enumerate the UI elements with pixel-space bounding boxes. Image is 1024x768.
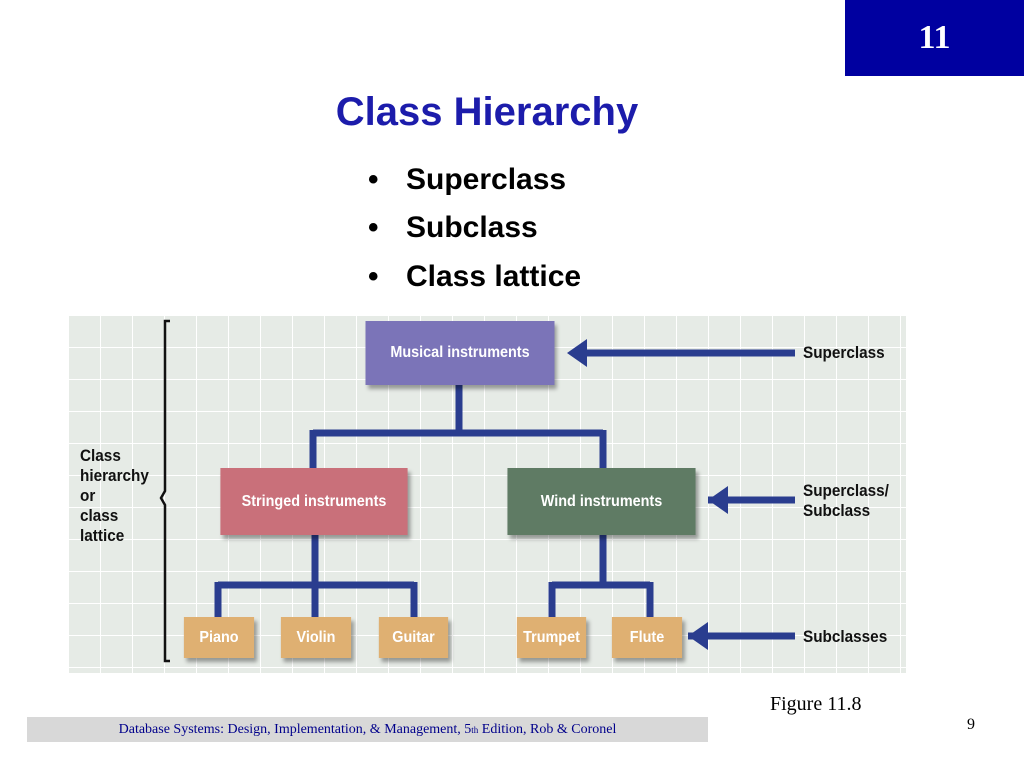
bullet-text: Superclass: [406, 163, 567, 196]
node-musical-instruments: Musical instruments: [365, 321, 555, 385]
arrow-subclasses-icon: [688, 622, 708, 650]
arrow-superclass-subclass-icon: [708, 486, 728, 514]
node-violin: Violin: [280, 617, 352, 658]
bullet-text: Class lattice: [406, 260, 582, 293]
figure-caption: Figure 11.8: [770, 693, 862, 715]
node-piano: Piano: [183, 617, 255, 658]
label-line: hierarchy: [80, 466, 149, 485]
label-subclasses: Subclasses: [803, 627, 888, 646]
node-guitar: Guitar: [378, 617, 449, 658]
label-line: Class: [80, 446, 121, 465]
stringed-connector: [214, 535, 418, 617]
arrow-superclass-icon: [567, 339, 587, 367]
bullet-icon: •: [368, 163, 379, 196]
label-line: lattice: [80, 526, 125, 545]
bullet-icon: •: [368, 211, 379, 244]
connector-lines: [159, 319, 795, 663]
footer-text: Edition, Rob & Coronel: [478, 721, 617, 737]
label-line: Subclass: [803, 501, 871, 520]
root-connector: [309, 385, 607, 468]
node-flute: Flute: [611, 617, 683, 658]
wind-connector: [548, 535, 654, 617]
node-trumpet: Trumpet: [516, 617, 587, 658]
bullet-text: Subclass: [406, 211, 538, 244]
bullet-item: • Subclass: [368, 211, 538, 245]
label-line: or: [80, 486, 96, 505]
class-hierarchy-diagram: Musical instruments Stringed instruments…: [68, 315, 906, 673]
footer-sup: th: [471, 724, 479, 735]
node-stringed-instruments: Stringed instruments: [220, 468, 408, 535]
bracket-label: Class hierarchy or class lattice: [80, 446, 149, 546]
label-superclass-subclass: Superclass/Subclass: [803, 481, 889, 521]
label-line: class: [80, 506, 119, 525]
footer: Database Systems: Design, Implementation…: [27, 717, 708, 742]
page-number: 9: [967, 716, 975, 733]
bullet-item: • Superclass: [368, 163, 566, 197]
bullet-item: • Class lattice: [368, 260, 581, 294]
chapter-badge: 11: [845, 0, 1024, 76]
bullet-icon: •: [368, 260, 379, 293]
label-line: Superclass/: [803, 481, 889, 500]
footer-text: Database Systems: Design, Implementation…: [118, 721, 472, 737]
node-wind-instruments: Wind instruments: [507, 468, 696, 535]
slide-title: Class Hierarchy: [335, 90, 639, 134]
label-superclass: Superclass: [803, 343, 885, 362]
bracket-icon: [159, 319, 170, 663]
